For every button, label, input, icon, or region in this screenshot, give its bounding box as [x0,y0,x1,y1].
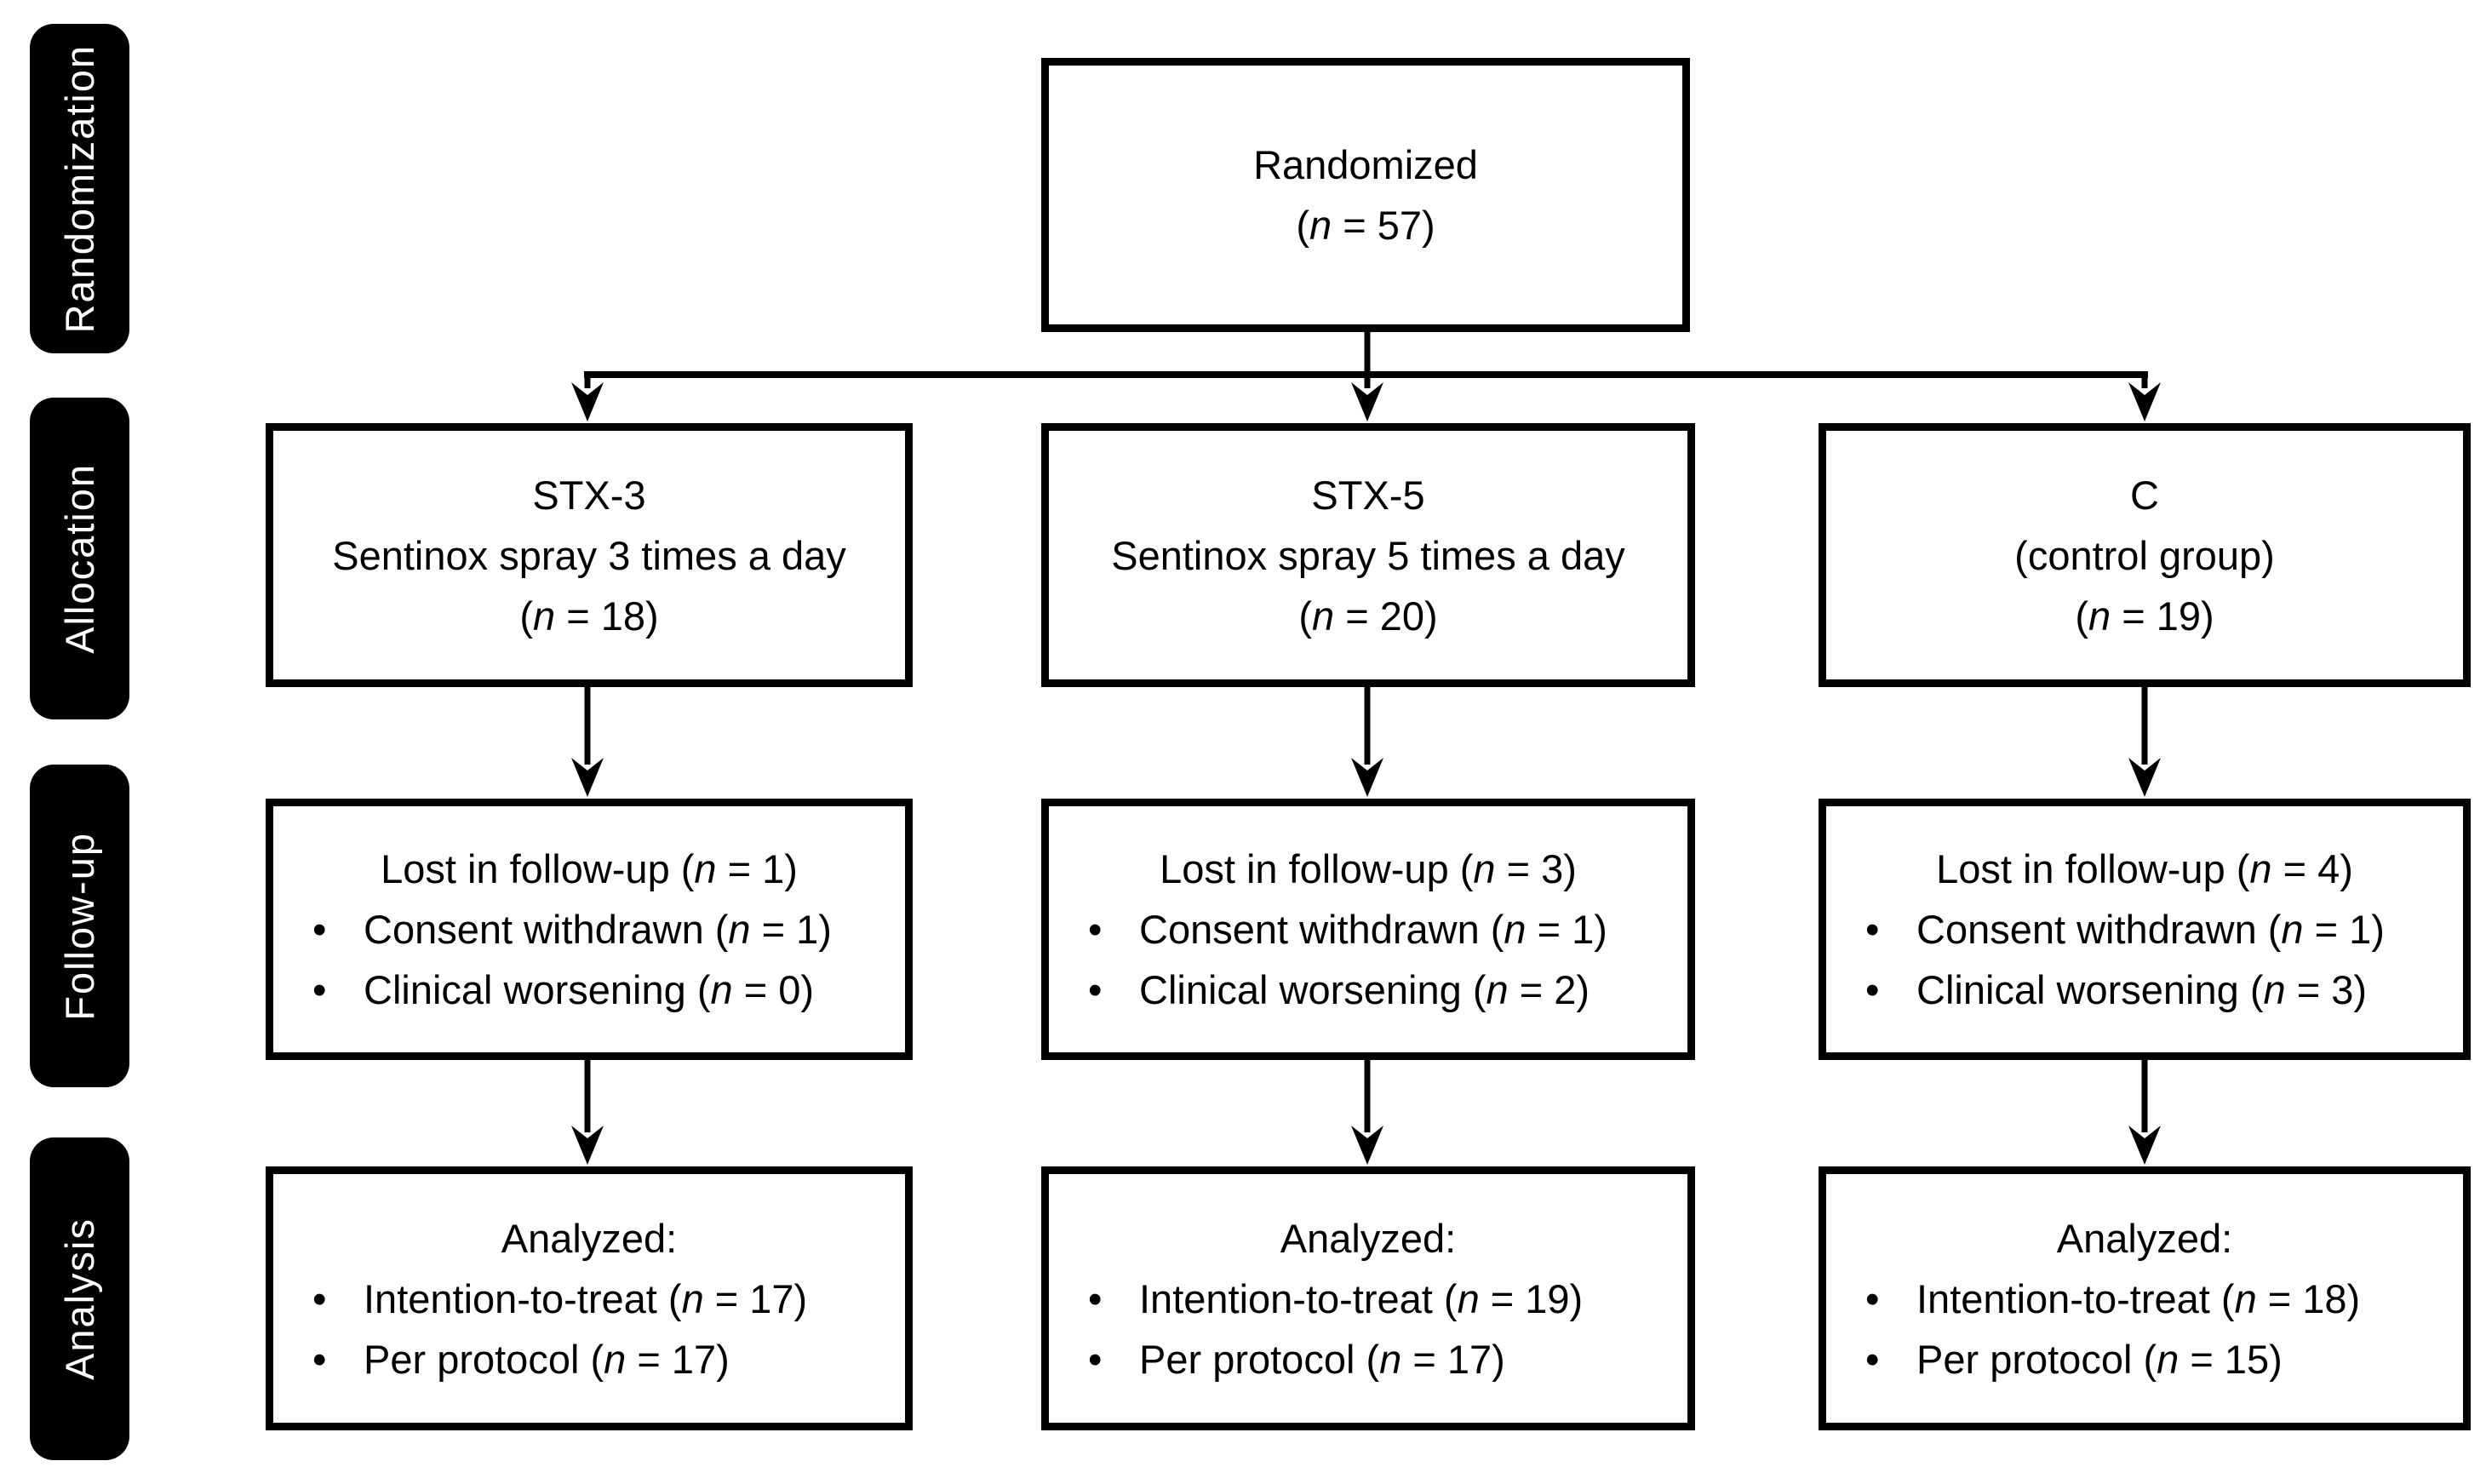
randomized-box: Randomized (n = 57) [1041,58,1690,332]
analysis-box-stx-5: Analyzed: •Intention-to-treat (n = 19) •… [1041,1166,1695,1430]
allocation-count: (n = 20) [1298,593,1438,639]
bullet-icon: • [312,907,327,952]
arrowhead-allocation-left [571,382,604,421]
analysis-header: Analyzed: [501,1215,678,1261]
followup-item: •Clinical worsening (n = 0) [273,960,905,1020]
stage-pill-analysis: Analysis [30,1137,129,1460]
randomized-count: (n = 57) [1296,203,1435,248]
followup-header: Lost in follow-up (n = 1) [381,846,798,891]
arrowhead-analysis-right [2128,1126,2161,1165]
bullet-icon: • [1865,1336,1880,1382]
arrowhead-followup-middle [1351,758,1383,797]
allocation-name: C [2130,472,2159,518]
analysis-item: •Intention-to-treat (n = 18) [1826,1269,2463,1329]
analysis-header: Analyzed: [2056,1215,2233,1261]
bullet-icon: • [312,1275,327,1321]
stage-pill-follow-up: Follow-up [30,765,129,1087]
analysis-item: •Per protocol (n = 17) [273,1329,905,1389]
analysis-box-stx-3: Analyzed: •Intention-to-treat (n = 17) •… [266,1166,913,1430]
allocation-name: STX-3 [532,472,646,518]
analysis-header: Analyzed: [1280,1215,1457,1261]
stage-label-allocation: Allocation [57,463,102,654]
analysis-item: •Per protocol (n = 17) [1049,1329,1687,1389]
followup-box-stx-3: Lost in follow-up (n = 1) •Consent withd… [266,799,913,1060]
allocation-desc: (control group) [2014,532,2275,578]
bullet-icon: • [1865,967,1880,1012]
followup-box-stx-5: Lost in follow-up (n = 3) •Consent withd… [1041,799,1695,1060]
arrowhead-allocation-right [2128,382,2161,421]
arrowhead-analysis-left [571,1126,604,1165]
arrowhead-followup-right [2128,758,2161,797]
arrowhead-followup-left [571,758,604,797]
bullet-icon: • [312,1336,327,1382]
followup-item: •Clinical worsening (n = 2) [1049,960,1687,1020]
followup-item: •Consent withdrawn (n = 1) [1049,899,1687,960]
bullet-icon: • [1088,907,1103,952]
bullet-icon: • [1865,907,1880,952]
bullet-icon: • [312,967,327,1012]
analysis-item: •Per protocol (n = 15) [1826,1329,2463,1389]
allocation-box-stx-3: STX-3 Sentinox spray 3 times a day (n = … [266,423,913,687]
bullet-icon: • [1088,1275,1103,1321]
allocation-desc: Sentinox spray 5 times a day [1111,532,1625,578]
bullet-icon: • [1088,967,1103,1012]
allocation-box-stx-5: STX-5 Sentinox spray 5 times a day (n = … [1041,423,1695,687]
allocation-count: (n = 19) [2075,593,2214,639]
randomized-title: Randomized [1253,142,1478,187]
followup-item: •Consent withdrawn (n = 1) [1826,899,2463,960]
stage-label-follow-up: Follow-up [57,831,102,1021]
followup-header: Lost in follow-up (n = 3) [1160,846,1577,891]
bullet-icon: • [1865,1275,1880,1321]
stage-pill-randomization: Randomization [30,24,129,353]
allocation-box-control: C (control group) (n = 19) [1819,423,2471,687]
analysis-item: •Intention-to-treat (n = 17) [273,1269,905,1329]
stage-label-randomization: Randomization [57,43,102,334]
arrowhead-analysis-middle [1351,1126,1383,1165]
arrowhead-allocation-middle [1351,382,1383,421]
analysis-item: •Intention-to-treat (n = 19) [1049,1269,1687,1329]
followup-box-control: Lost in follow-up (n = 4) •Consent withd… [1819,799,2471,1060]
followup-header: Lost in follow-up (n = 4) [1936,846,2353,891]
allocation-name: STX-5 [1311,472,1425,518]
allocation-desc: Sentinox spray 3 times a day [332,532,846,578]
bullet-icon: • [1088,1336,1103,1382]
followup-item: •Consent withdrawn (n = 1) [273,899,905,960]
stage-label-analysis: Analysis [57,1217,102,1380]
analysis-box-control: Analyzed: •Intention-to-treat (n = 18) •… [1819,1166,2471,1430]
followup-item: •Clinical worsening (n = 3) [1826,960,2463,1020]
stage-pill-allocation: Allocation [30,398,129,719]
allocation-count: (n = 18) [519,593,659,639]
